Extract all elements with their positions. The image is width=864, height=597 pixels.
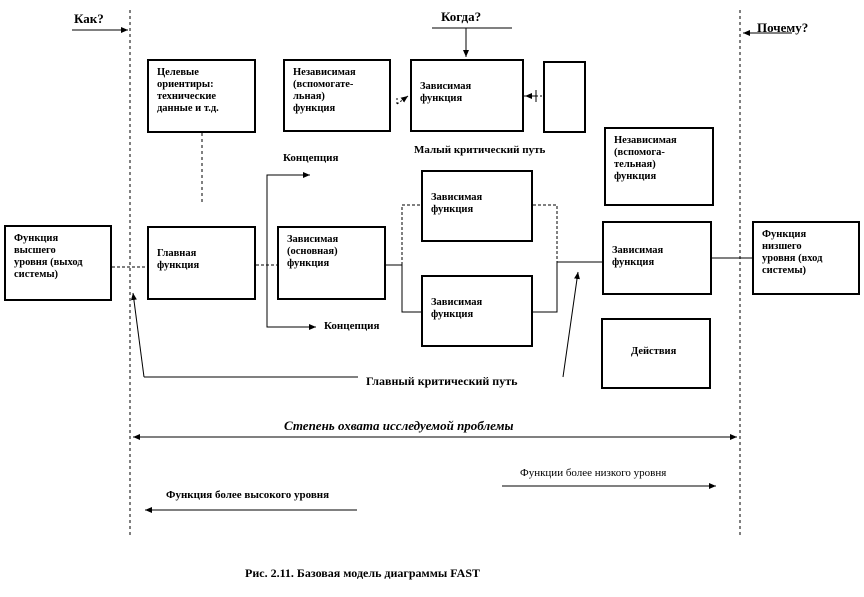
concept-top-label: Концепция (283, 152, 339, 164)
merge-upper (533, 204, 558, 262)
scope-label: Степень охвата исследуемой проблемы (284, 418, 514, 433)
empty-box (543, 61, 586, 133)
concept-branch-top (266, 172, 310, 265)
independent-function-right-box: Независимая (вспомога- тельная) функция (604, 127, 714, 206)
action-box: Действия (601, 318, 711, 389)
main-function-box: Главная функция (147, 226, 256, 300)
lower-level-functions-label: Функции более низкого уровня (520, 467, 667, 479)
dependent-function-mid-lower-box: Зависимая функция (421, 275, 533, 347)
merge-lower (533, 262, 558, 313)
when-label: Когда? (441, 9, 482, 24)
goal-orientation-box: Целевые ориентиры: технические данные и … (147, 59, 256, 133)
how-label: Как? (74, 11, 104, 26)
concept-bottom-label: Концепция (324, 320, 380, 332)
split-lower (401, 265, 421, 313)
small-critical-path-label: Малый критический путь (414, 144, 546, 156)
critical-path-to-right (562, 271, 580, 378)
higher-level-function-box: Функция высшего уровня (выход системы) (4, 225, 112, 301)
critical-path-to-left (130, 292, 145, 378)
dependent-function-top-box: Зависимая функция (410, 59, 524, 132)
higher-level-functions-label: Функция более высокого уровня (166, 489, 330, 501)
figure-caption: Рис. 2.11. Базовая модель диаграммы FAST (245, 566, 481, 580)
dependent-basic-function-box: Зависимая (основная) функция (277, 226, 386, 300)
main-critical-path-label: Главный критический путь (366, 374, 518, 388)
why-label: Почему? (757, 20, 809, 35)
independent-function-top-box: Независимая (вспомогате- льная) функция (283, 59, 391, 132)
link-indep-arrow (396, 95, 409, 105)
concept-branch-bottom (266, 265, 316, 330)
dependent-function-mid-upper-box: Зависимая функция (421, 170, 533, 242)
lower-level-function-box: Функция низшего уровня (вход системы) (752, 221, 860, 295)
dependent-function-right-box: Зависимая функция (602, 221, 712, 295)
split-upper (401, 204, 421, 265)
